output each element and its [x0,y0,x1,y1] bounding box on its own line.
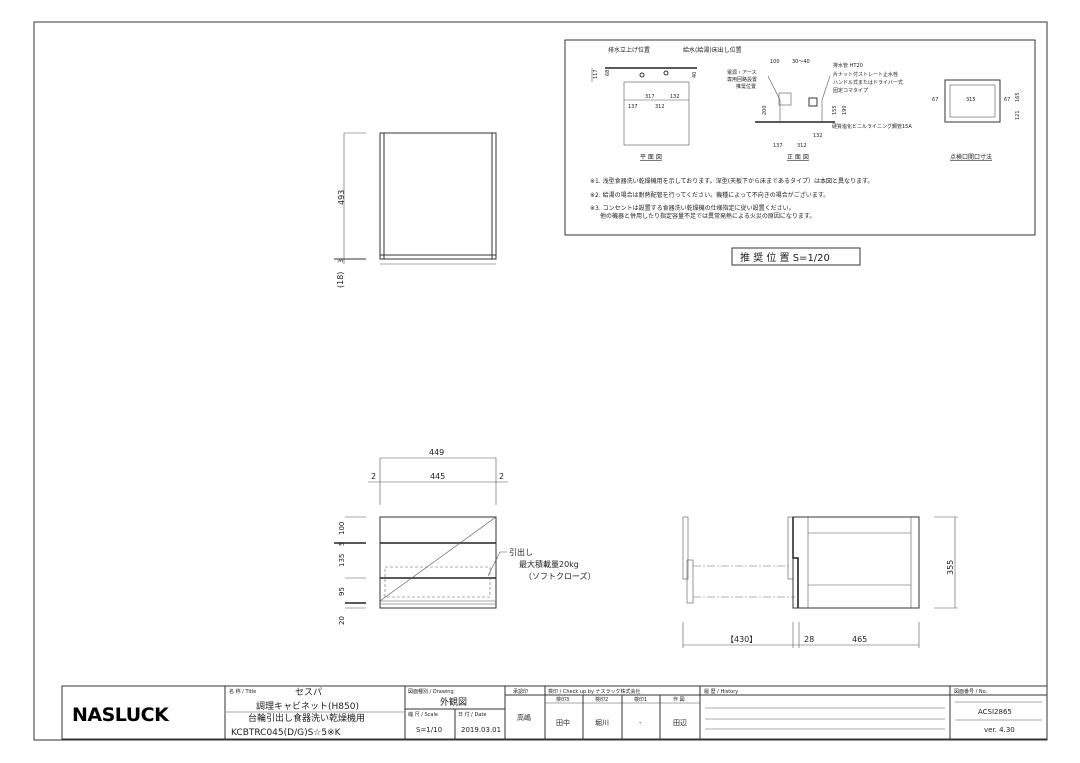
dim-465: 465 [852,635,867,644]
dimension-label: 名 称 / Title [229,688,256,695]
dimension-label: 30～40 [792,59,810,65]
drawing-number: ACSI2865 [978,708,1012,716]
dim-430: 【430】 [726,635,757,644]
series-name: セスパ [295,687,322,698]
dimension-label: 検印 / Check up by ナスラック株式会社 [548,688,641,695]
checker-3: 田中 [556,718,570,727]
dim-493: 493 [337,190,346,205]
dimension-label: 片ナット付ストレート止水栓 [833,71,898,78]
dimension-label: 2 [371,472,376,481]
dimension-label: 68 [605,70,611,76]
note-3b: 他の機器と併用したり指定容量不足では異常発熱による火災の原因になります。 [600,212,815,220]
sheet-border [33,21,1048,741]
dimension-label: 履 歴 / History [704,689,738,695]
dim-449: 449 [429,448,444,457]
dimension-label: 190 [842,105,848,115]
scale: S=1/10 [416,726,442,734]
dimension-label: 100 [338,522,346,535]
opening-view-title: 点検口開口寸法 [950,153,992,161]
dimension-label: 137 [628,104,638,110]
dimension-label: 検印2 [595,696,608,703]
dimension-label: 40 [692,72,698,78]
dimension-label: 2 [499,472,504,481]
dim-445: 445 [430,472,445,481]
dimension-label: 155 [832,105,838,115]
drawer-max-load: 最大積載量20kg [519,559,579,569]
dim-355: 355 [946,560,955,575]
dimension-label: 縮 尺 / Scale [408,711,438,718]
dimension-label: 排水管 HT20 [833,62,863,69]
product-name: 調理キャビネット(H850) [256,700,359,712]
approver: 高嶋 [517,713,531,722]
dimension-label: 165 [1015,92,1021,102]
dimension-label: 図面種別 / Drawing [408,688,454,695]
dimension-label: 電源・アース [727,69,756,76]
product-description: 台輪引出し食器洗い乾燥機用 [248,712,365,724]
note-1: ※1. 浅型食器洗い乾燥機用を示しております。深型(天板下から床まであるタイプ）… [590,177,873,185]
label-drain-riser: 排水立上げ位置 [608,46,650,54]
note-3: ※3. コンセントは設置する食器洗い乾燥機の仕様指定に従い設置ください。 [590,204,795,212]
dimension-label: 67 [1004,97,1010,103]
lower-cabinet-front-view: 449 2 445 2 100 5 135 95 20 引出し 最大積載量20k… [334,448,596,625]
dimension-label: 132 [670,94,680,100]
model-number: KCBTRC045(D/G)S☆5※K [231,728,342,738]
dimension-label: 135 [338,554,346,567]
drawing-type: 外観図 [440,696,467,708]
nasluck-logo: NASLUCK [72,704,170,726]
plan-view-title: 平 面 図 [640,154,662,161]
drawer-label: 引出し [509,547,533,557]
dimension-label: 137 [773,143,783,149]
checker-2: 堀川 [595,718,609,727]
dim-3: 3 [338,259,345,263]
front-view-title: 正 面 図 [787,154,809,161]
recommended-caption: 推 奨 位 置 S=1/20 [740,251,830,264]
drafter: 田辺 [673,719,687,727]
version: ver. 4.30 [984,726,1015,734]
dimension-label: 固定コマタイプ [833,87,868,94]
dimension-label: 検印3 [556,696,569,703]
dimension-label: 作 図 [673,696,685,703]
dimension-label: 硬質塩化ビニルライニング鋼管15A [832,123,912,130]
upper-cabinet-front-view: 493 3 (18) [334,132,497,288]
title-block: NASLUCK 名 称 / Title セスパ 調理キャビネット(H850) 台… [61,685,1048,740]
recommended-position-panel: 排水立上げ位置 給水(給湯)床出し位置 117 68 40 317 132 13… [564,39,1036,236]
dimension-label: 317 [645,94,655,100]
dimension-label: 日 付 / Date [458,711,486,718]
dimension-label: 推奨位置 [736,83,756,90]
dimension-label: 20 [338,616,346,625]
dimension-label: ハンドル式またはドライバー式 [833,79,903,86]
dimension-label: 5 [338,542,346,546]
dimension-label: 図面番号 / No. [954,688,988,695]
dimension-label: 95 [338,587,346,596]
dimension-label: 315 [966,97,976,103]
dimension-label: 312 [655,104,665,110]
drawer-soft-close: （ソフトクローズ） [524,571,596,581]
dimension-label: 132 [813,133,823,139]
dimension-label: 100 [770,59,780,65]
label-water-supply: 給水(給湯)床出し位置 [683,46,742,54]
dimension-label: 検印1 [634,696,647,703]
dimension-label: 専用回路設置 [727,76,757,83]
dimension-label: 67 [932,97,938,103]
date: 2019.03.01 [461,726,501,734]
dim-28: 28 [804,635,814,644]
dimension-label: 200 [762,105,768,115]
checker-1: - [639,719,642,727]
dimension-label: 312 [797,143,807,149]
lower-cabinet-side-view: 355 【430】 28 465 [682,516,958,648]
dimension-label: 121 [1015,110,1021,120]
dimension-label: 承認印 [513,688,528,695]
dim-18: (18) [336,272,345,288]
note-2: ※2. 給湯の場合は耐熱配管を行ってください。機種によって不向きの場合がございま… [590,191,829,199]
dimension-label: 117 [593,69,599,79]
